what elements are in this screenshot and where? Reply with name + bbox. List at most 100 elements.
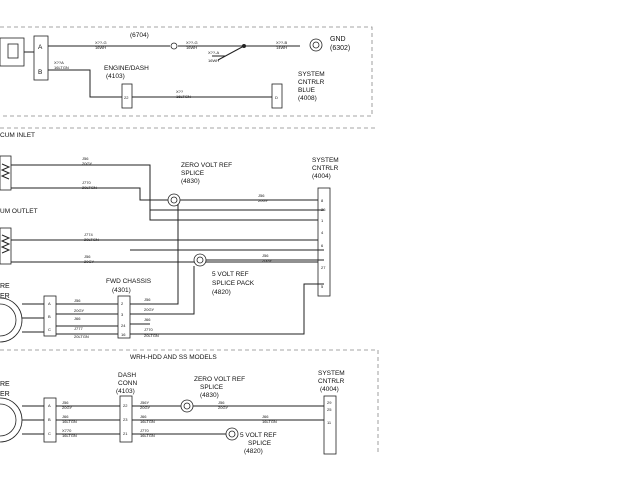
splice-6704-label: (6704) (130, 32, 149, 39)
dash-out-wires (132, 405, 324, 435)
wire-label: X?? (176, 89, 184, 94)
vacuum-outlet-label: UM OUTLET (0, 208, 38, 215)
dash-conn-line2: CONN (118, 380, 137, 387)
engine-dash-label: ENGINE/DASH (104, 65, 149, 72)
wire-label: 16WH (95, 45, 106, 50)
wire-label: 16LTGN (262, 419, 277, 424)
relay-coil (7, 43, 19, 59)
wire-label: J56 (262, 253, 269, 258)
wire-label: X??-G (95, 40, 107, 45)
five-volt-splice-line2: SPLICE PACK (212, 280, 255, 287)
zero-volt-splice-inner (170, 196, 178, 204)
sys-pin: 25 (327, 407, 332, 412)
wire-label: 16LTGN (62, 419, 77, 424)
five-volt-splice-line2: SPLICE (248, 440, 272, 447)
gnd-label: GND (330, 36, 346, 43)
wire-label: 16LTGN (140, 433, 155, 438)
system-cntrlr-line3: (4004) (320, 386, 339, 393)
sys-pin: 4 (321, 230, 324, 235)
five-volt-splice-inner (196, 256, 204, 264)
wire-label: J770 (140, 428, 149, 433)
dash-conn-line1: DASH (118, 372, 136, 379)
wire-label: J56 (74, 298, 81, 303)
wire-label: 20LTGN (144, 333, 159, 338)
bottom-banner: WRH-HDD AND SS MODELS (130, 354, 217, 361)
sys-cntrlr-blue-line2: CNTRLR (298, 79, 325, 86)
abc-pin-c: C (48, 327, 51, 332)
engine-dash-wire (48, 69, 274, 98)
wire-label: J56 (144, 297, 151, 302)
wire-label: X??-A (208, 50, 219, 55)
five-volt-splice-line3: (4820) (244, 448, 263, 455)
sys-pin: 5 (321, 284, 324, 289)
zero-volt-splice-line2: SPLICE (181, 170, 205, 177)
pressure-sensor-inner (0, 403, 17, 437)
fwd-pin: 16 (121, 332, 126, 337)
vacuum-inlet-label: CUM INLET (0, 132, 35, 139)
sys-pin: 1 (321, 218, 324, 223)
wire-label: 20LTGN (84, 237, 99, 242)
sensor-leads (22, 405, 44, 435)
wire-label: 20LTGN (74, 334, 89, 339)
dash-connector (119, 395, 133, 443)
wire-label: X??-G (186, 40, 198, 45)
er-fragment: ER (0, 391, 10, 398)
sys-cntrlr-blue-line1: SYSTEM (298, 71, 325, 78)
wire-label: J56 (62, 400, 69, 405)
zero-volt-splice-inner (183, 402, 191, 410)
pressure-sensor-inner (0, 303, 17, 337)
wire-label: J770 (144, 327, 153, 332)
sys-cntrlr-blue-line4: (4008) (298, 95, 317, 102)
sensor-coil (0, 163, 11, 180)
bottom-section-border (0, 349, 379, 455)
fwd-chassis-line2: (4301) (112, 287, 131, 294)
five-volt-splice-line3: (4820) (212, 289, 231, 296)
wire-label: J66 (74, 316, 81, 321)
wire-label: J56Y (140, 400, 149, 405)
sys-cntrlr-blue-connector (271, 83, 283, 109)
wire-label: 20GY (218, 405, 229, 410)
branch-wire (212, 45, 245, 61)
gnd-id: (6302) (330, 45, 350, 52)
five-volt-splice-line1: 5 VOLT REF (240, 432, 277, 439)
bottom-section: WRH-HDD AND SS MODELS RE ER A B C J56 20… (0, 349, 379, 455)
wire-label: J56 (258, 193, 265, 198)
vacuum-inlet-sensor (0, 155, 12, 191)
wire-label: 14WH (276, 45, 287, 50)
wire-label: 20GY (140, 405, 151, 410)
dash-pin: 22 (123, 403, 128, 408)
wire-label: 20GY (144, 307, 155, 312)
wire-label: 20GY (84, 259, 95, 264)
sys-cntrlr-wires (130, 209, 324, 251)
sensor-coil (0, 234, 11, 254)
abc-pin-a: A (48, 403, 51, 408)
system-cntrlr-connector (317, 187, 331, 297)
wire-label: J66 (62, 414, 69, 419)
wire-label: 20GY (74, 308, 85, 313)
wire-inlet-1 (11, 164, 324, 221)
engine-dash-pin: 22 (124, 95, 129, 100)
five-volt-splice-inner (228, 430, 236, 438)
sys-pin: 29 (327, 400, 332, 405)
wire-label: 20LTGN (82, 185, 97, 190)
re-fragment: RE (0, 381, 10, 388)
ground-symbol-inner (312, 41, 320, 49)
re-fragment: RE (0, 283, 10, 290)
wire-label: 20GY (262, 258, 273, 263)
fwd-out-wires (130, 283, 324, 335)
wire-label: 20GY (62, 405, 73, 410)
abc-pin-b: B (48, 314, 51, 319)
wire-label: J56 (82, 156, 89, 161)
middle-abc-connector (43, 295, 57, 337)
system-cntrlr-line1: SYSTEM (318, 370, 345, 377)
er-fragment: ER (0, 293, 10, 300)
wire-inlet-2 (11, 187, 170, 201)
wire-label: J777 (74, 326, 83, 331)
sys-pin: 27 (321, 265, 326, 270)
sys-pin: 8 (321, 198, 324, 203)
five-volt-splice-line1: 5 VOLT REF (212, 271, 249, 278)
system-cntrlr-line3: (4004) (312, 173, 331, 180)
wire-label: 16WH (208, 58, 219, 63)
zero-volt-splice-line1: ZERO VOLT REF (181, 162, 232, 169)
